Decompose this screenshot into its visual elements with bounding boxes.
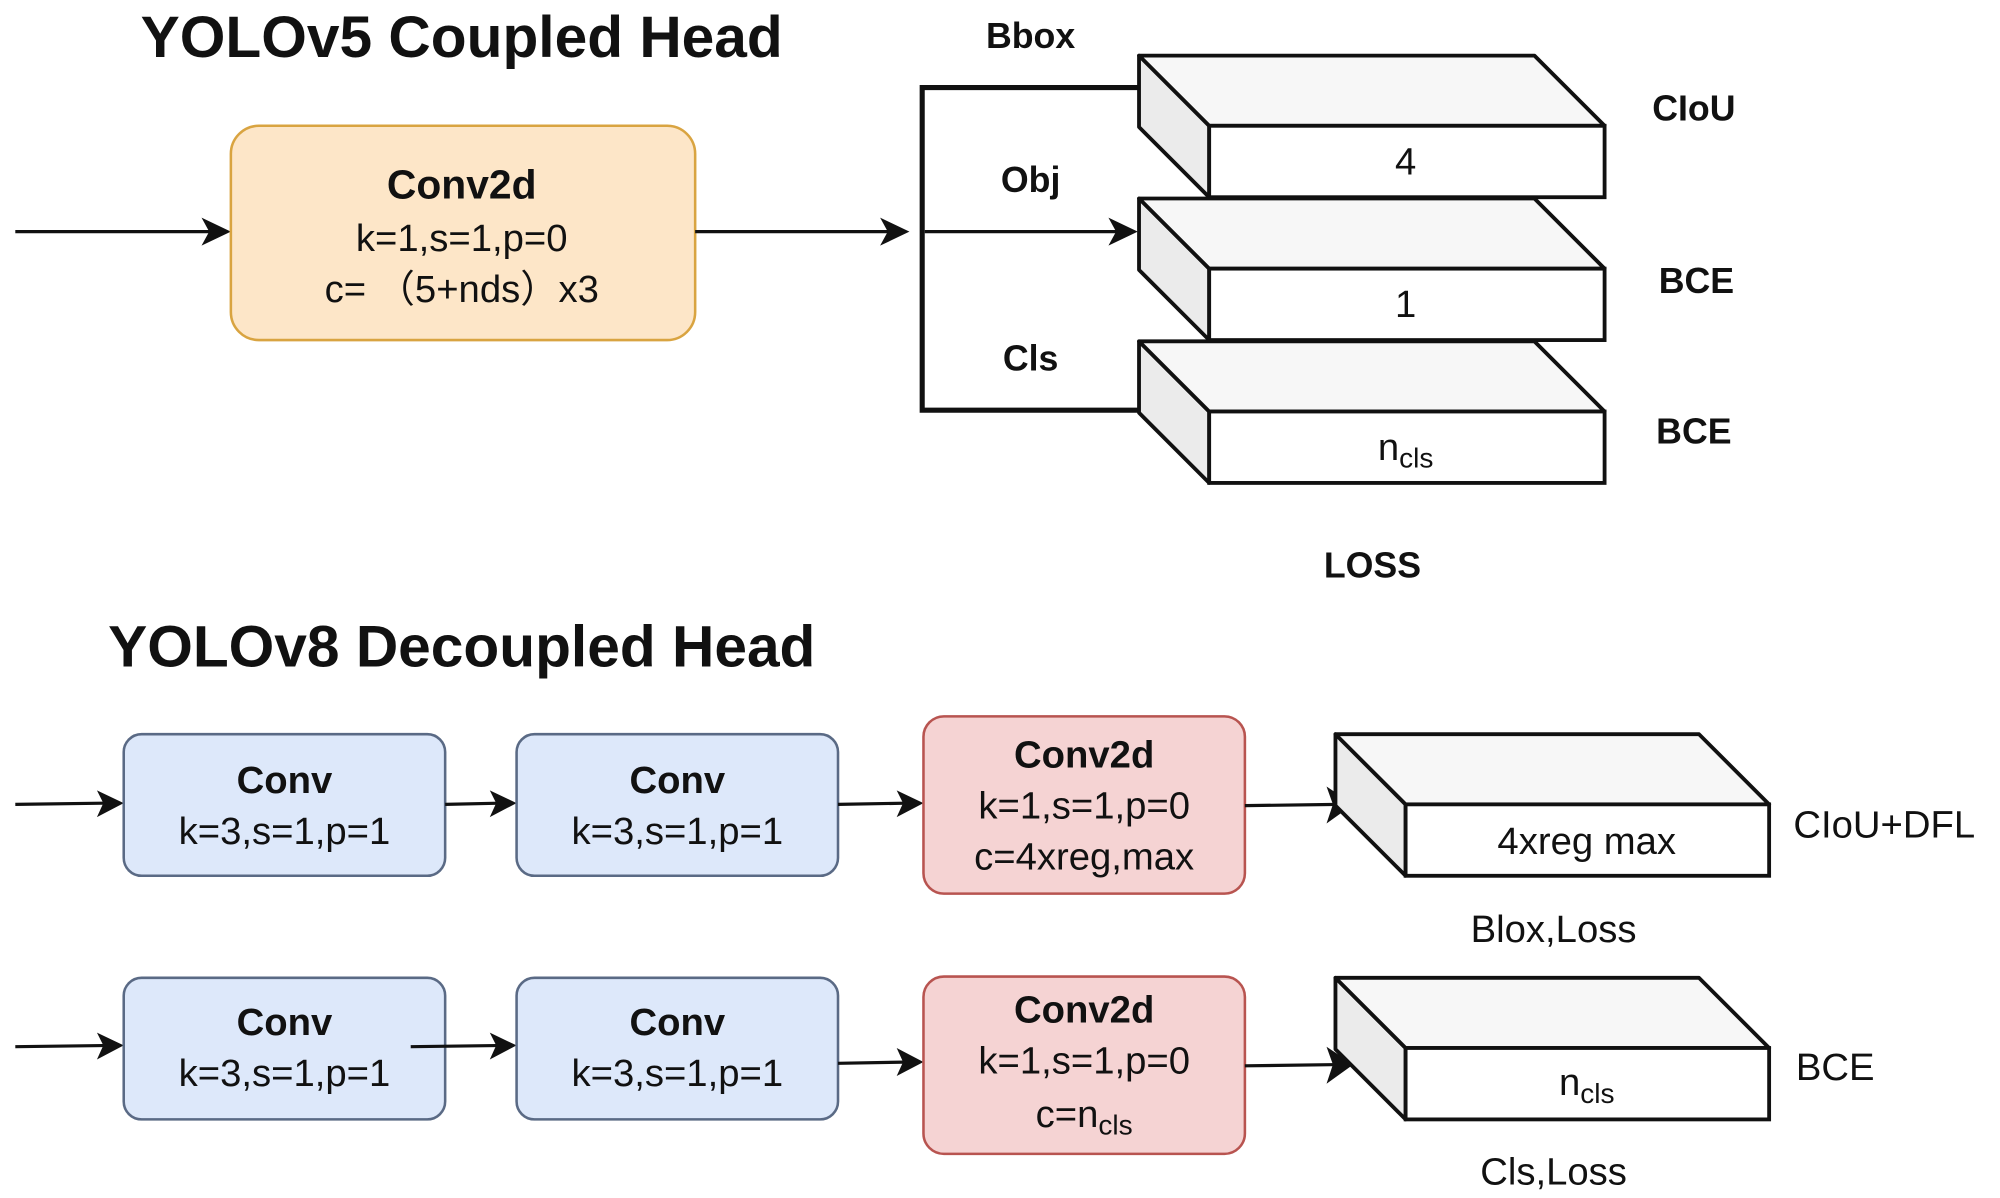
conv-block-params: k=3,s=1,p=1 [179, 810, 391, 853]
yolov5-title: YOLOv5 Coupled Head [141, 5, 783, 70]
yolov5-output-arrow [695, 217, 910, 246]
yolov5-conv2d-block: Conv2d k=1,s=1,p=0 c= （5+nds）x3 [229, 124, 697, 342]
conv2d-block-params: k=1,s=1,p=0 [978, 784, 1190, 827]
yolov5-output-cube-bbox: 4 [1137, 53, 1607, 200]
conv-block: Conv k=3,s=1,p=1 [515, 732, 840, 878]
loss-label-bce-cls: BCE [1656, 411, 1731, 451]
yolov5-conv2d-params: k=1,s=1,p=0 [356, 217, 568, 260]
conv2d-block-params: k=1,s=1,p=0 [978, 1039, 1190, 1082]
yolov8-cls-branch: Conv k=3,s=1,p=1 Conv k=3,s=1,p=1 Conv2d… [15, 975, 1875, 1193]
conv-block-name: Conv [237, 759, 333, 802]
cube-value-cls: ncls [1378, 426, 1434, 474]
loss-label-bce-obj: BCE [1659, 261, 1734, 301]
loss-label: CIoU+DFL [1793, 804, 1975, 847]
conv2d-block: Conv2d k=1,s=1,p=0 c=ncls [922, 975, 1247, 1156]
conv-block: Conv k=3,s=1,p=1 [122, 976, 447, 1121]
output-cube-bbox: 4xreg max [1333, 732, 1772, 878]
loss-label: BCE [1796, 1046, 1875, 1089]
conv2d-block: Conv2d k=1,s=1,p=0 c=4xreg,max [922, 715, 1247, 895]
conv-block-params: k=3,s=1,p=1 [571, 810, 783, 853]
conv2d-block-name: Conv2d [1014, 733, 1154, 776]
output-cube-value: ncls [1559, 1061, 1615, 1109]
conv-block-name: Conv [629, 1001, 725, 1044]
cube-value-bbox: 4 [1395, 140, 1416, 183]
conv2d-block-channels: c=ncls [1036, 1093, 1133, 1141]
loss-label-ciou: CIoU [1652, 89, 1735, 129]
branch-label-cls: Cls [1003, 339, 1059, 379]
yolov5-output-cube-obj: 1 [1137, 196, 1607, 342]
output-cube-value: 4xreg max [1497, 820, 1676, 863]
yolov5-input-arrow [15, 217, 231, 246]
branch-label-bbox: Bbox [986, 16, 1075, 56]
cube-value-obj: 1 [1395, 283, 1416, 326]
yolov5-loss-caption: LOSS [1324, 545, 1421, 585]
conv-block: Conv k=3,s=1,p=1 [515, 976, 840, 1121]
yolov8-bbox-branch: Conv k=3,s=1,p=1 Conv k=3,s=1,p=1 Conv2d… [15, 715, 1975, 951]
yolov5-conv2d-name: Conv2d [387, 161, 537, 207]
branch-label-obj: Obj [1001, 160, 1061, 200]
branch-caption: Blox,Loss [1471, 908, 1637, 951]
branch-caption: Cls,Loss [1480, 1150, 1627, 1193]
conv-block-params: k=3,s=1,p=1 [571, 1052, 783, 1095]
conv-block-name: Conv [629, 759, 725, 802]
conv-block: Conv k=3,s=1,p=1 [122, 732, 447, 878]
yolov5-branch-bracket [919, 84, 1140, 413]
yolov5-output-cube-cls: ncls [1137, 339, 1607, 485]
conv2d-block-name: Conv2d [1014, 988, 1154, 1031]
conv-block-params: k=3,s=1,p=1 [179, 1052, 391, 1095]
yolov8-title: YOLOv8 Decoupled Head [108, 615, 815, 680]
conv2d-block-channels: c=4xreg,max [974, 835, 1194, 878]
output-cube-cls: ncls [1333, 975, 1772, 1122]
conv-block-name: Conv [237, 1001, 333, 1044]
yolov5-conv2d-channels: c= （5+nds）x3 [325, 268, 599, 311]
